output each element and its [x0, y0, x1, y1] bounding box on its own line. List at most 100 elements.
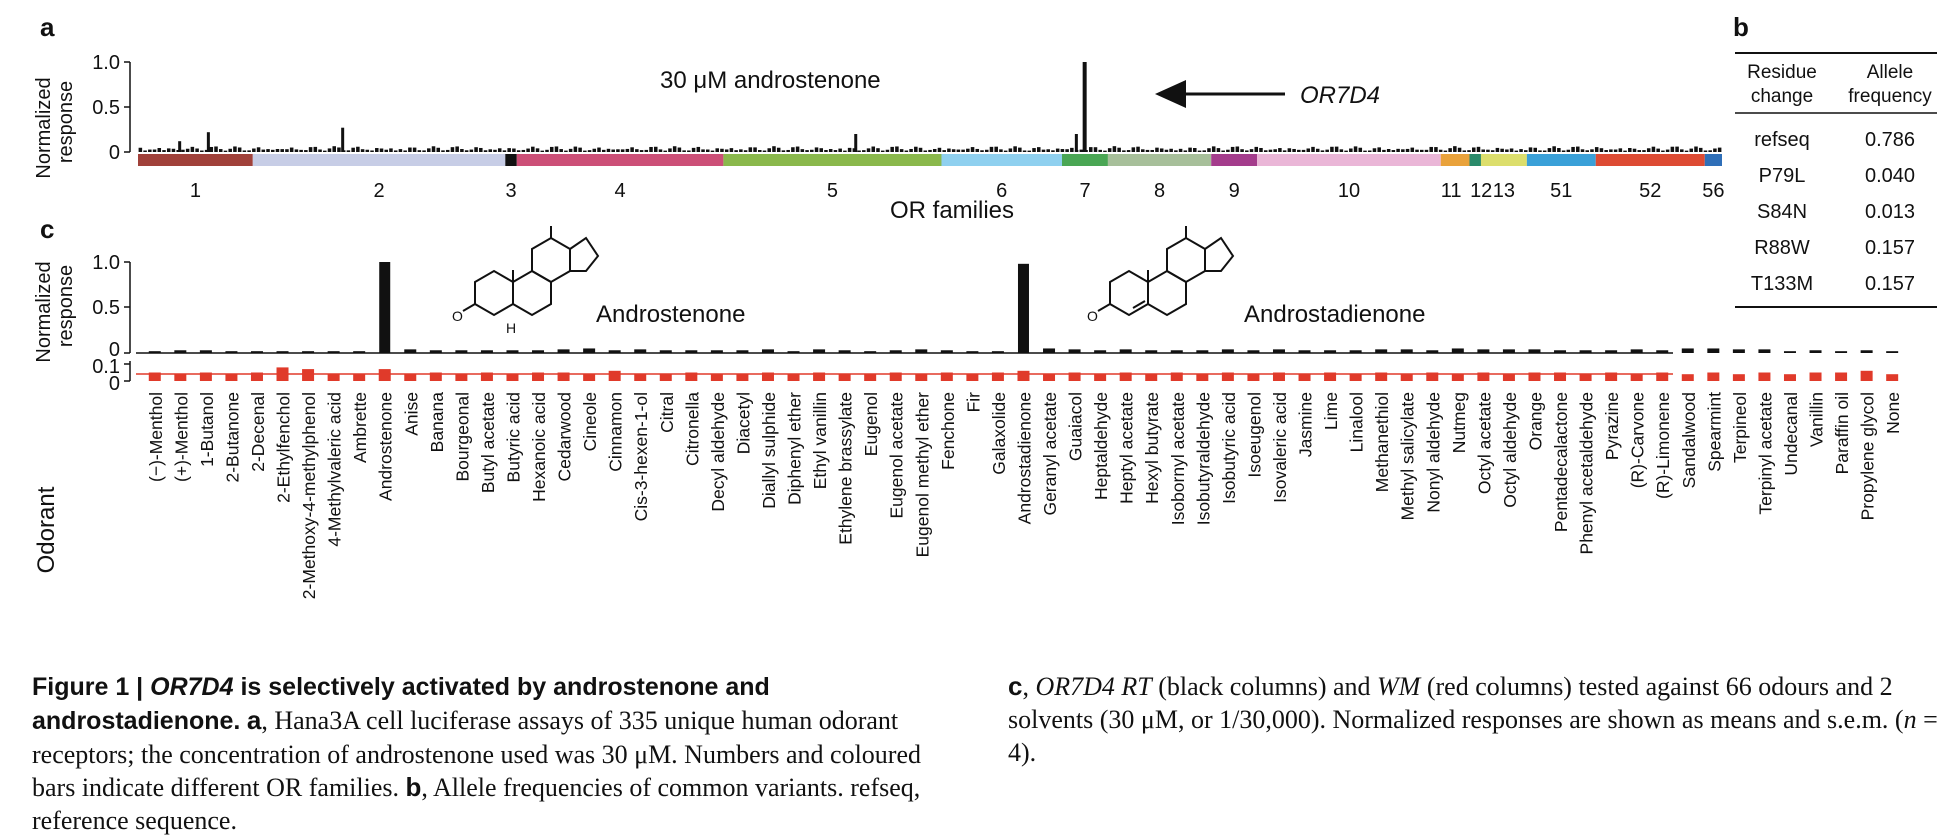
bar-wm — [1400, 374, 1413, 381]
receptor-bar — [1490, 150, 1495, 152]
receptor-bar — [427, 148, 431, 152]
receptor-bar — [1259, 147, 1263, 152]
receptor-bar — [166, 148, 171, 152]
receptor-bar — [417, 150, 422, 152]
receptor-bar — [1117, 147, 1121, 152]
receptor-bar — [1505, 149, 1509, 152]
odorant-label: Androstenone — [376, 392, 396, 501]
receptor-bar — [1519, 149, 1523, 152]
receptor-bar — [1500, 148, 1504, 152]
receptor-bar — [847, 147, 852, 152]
bar-wm — [327, 374, 340, 381]
odorant-label: Diallyl sulphide — [759, 392, 779, 509]
bar-wm — [1835, 372, 1848, 381]
receptor-bar — [909, 148, 913, 152]
receptor-bar — [1528, 147, 1533, 152]
receptor-bar — [800, 149, 805, 152]
receptor-bar — [464, 150, 469, 152]
bar-rt — [1043, 348, 1056, 353]
table-cell-frequency: 0.013 — [1865, 201, 1915, 223]
family-label-52: 52 — [1639, 180, 1661, 202]
receptor-bar — [294, 149, 299, 152]
bar-wm — [1809, 372, 1822, 381]
bar-wm — [199, 372, 212, 381]
bar-wm — [889, 372, 902, 381]
receptor-bar — [488, 149, 493, 152]
receptor-bar — [190, 146, 195, 152]
receptor-bar — [1330, 146, 1334, 152]
receptor-bar — [748, 147, 753, 152]
receptor-bar — [1297, 149, 1301, 152]
bar-wm — [1783, 374, 1796, 381]
bar-rt — [455, 350, 468, 353]
receptor-bar — [469, 149, 474, 152]
family-label-56: 56 — [1702, 180, 1724, 202]
bar-rt — [1324, 350, 1337, 353]
family-strip-8 — [1107, 154, 1212, 166]
bar-wm — [455, 374, 468, 381]
receptor-bar — [185, 148, 190, 152]
androstadienone-o-atom: O — [1087, 308, 1098, 324]
receptor-bar — [318, 149, 322, 152]
family-strip-4 — [516, 154, 724, 166]
bar-wm — [940, 372, 953, 381]
odorant-label: Isoeugenol — [1244, 392, 1264, 478]
family-strip-2 — [252, 154, 506, 166]
receptor-bar — [280, 149, 284, 152]
receptor-bar — [526, 148, 530, 152]
receptor-bar — [304, 150, 308, 152]
panel-a-bars — [138, 62, 1722, 152]
bar-rt — [148, 351, 161, 353]
caption-c-n: n — [1903, 705, 1917, 734]
odorant-label: Fenchone — [938, 392, 958, 470]
receptor-bar — [337, 147, 341, 152]
bar-rt — [532, 350, 545, 353]
receptor-bar — [479, 147, 483, 152]
receptor-bar — [157, 148, 162, 152]
receptor-bar — [975, 148, 980, 152]
receptor-bar — [1089, 147, 1093, 152]
receptor-bar — [1462, 150, 1467, 152]
receptor-bar — [635, 149, 639, 152]
bar-rt — [1170, 350, 1183, 353]
receptor-bar — [531, 146, 535, 152]
bar-wm — [1758, 372, 1771, 381]
receptor-bar — [653, 146, 658, 152]
family-strip-56 — [1704, 154, 1722, 166]
table-cell-frequency: 0.786 — [1865, 129, 1915, 151]
bar-rt — [1221, 349, 1234, 353]
receptor-bar — [138, 147, 143, 152]
caption-title: is selectively activated by androstenone… — [32, 673, 770, 735]
receptor-bar — [1547, 148, 1552, 152]
panel-a-receptor-label: OR7D4 — [1300, 82, 1380, 109]
bar-wm — [1196, 374, 1209, 381]
receptor-bar — [791, 147, 795, 152]
odorant-label: Vanillin — [1807, 392, 1827, 447]
receptor-bar — [734, 150, 738, 152]
receptor-bar — [578, 147, 582, 152]
receptor-bar — [1202, 150, 1207, 152]
bar-wm — [966, 374, 979, 381]
odorant-label: Hexyl butyrate — [1142, 392, 1162, 504]
bar-rt — [736, 350, 749, 353]
receptor-bar — [682, 150, 686, 152]
table-header-frequency-2: frequency — [1848, 86, 1932, 107]
receptor-bar — [1713, 148, 1717, 152]
panel-a-ytick-label-05: 0.5 — [92, 97, 120, 119]
bar-rt — [1528, 349, 1541, 353]
odorant-label: (R)-Carvone — [1628, 392, 1648, 488]
odorant-label: Linalool — [1347, 392, 1367, 452]
bar-rt — [1119, 349, 1132, 353]
receptor-bar — [956, 149, 961, 152]
receptor-bar — [583, 150, 587, 152]
androstenone-structure-icon — [462, 226, 600, 317]
panel-c-xlabel: Odorant — [33, 486, 60, 573]
receptor-bar — [663, 150, 667, 152]
receptor-bar — [422, 150, 426, 152]
bar-wm — [480, 372, 493, 381]
bar-rt — [557, 349, 570, 353]
bar-rt — [864, 351, 877, 353]
receptor-bar — [573, 146, 578, 152]
receptor-bar — [285, 149, 289, 152]
